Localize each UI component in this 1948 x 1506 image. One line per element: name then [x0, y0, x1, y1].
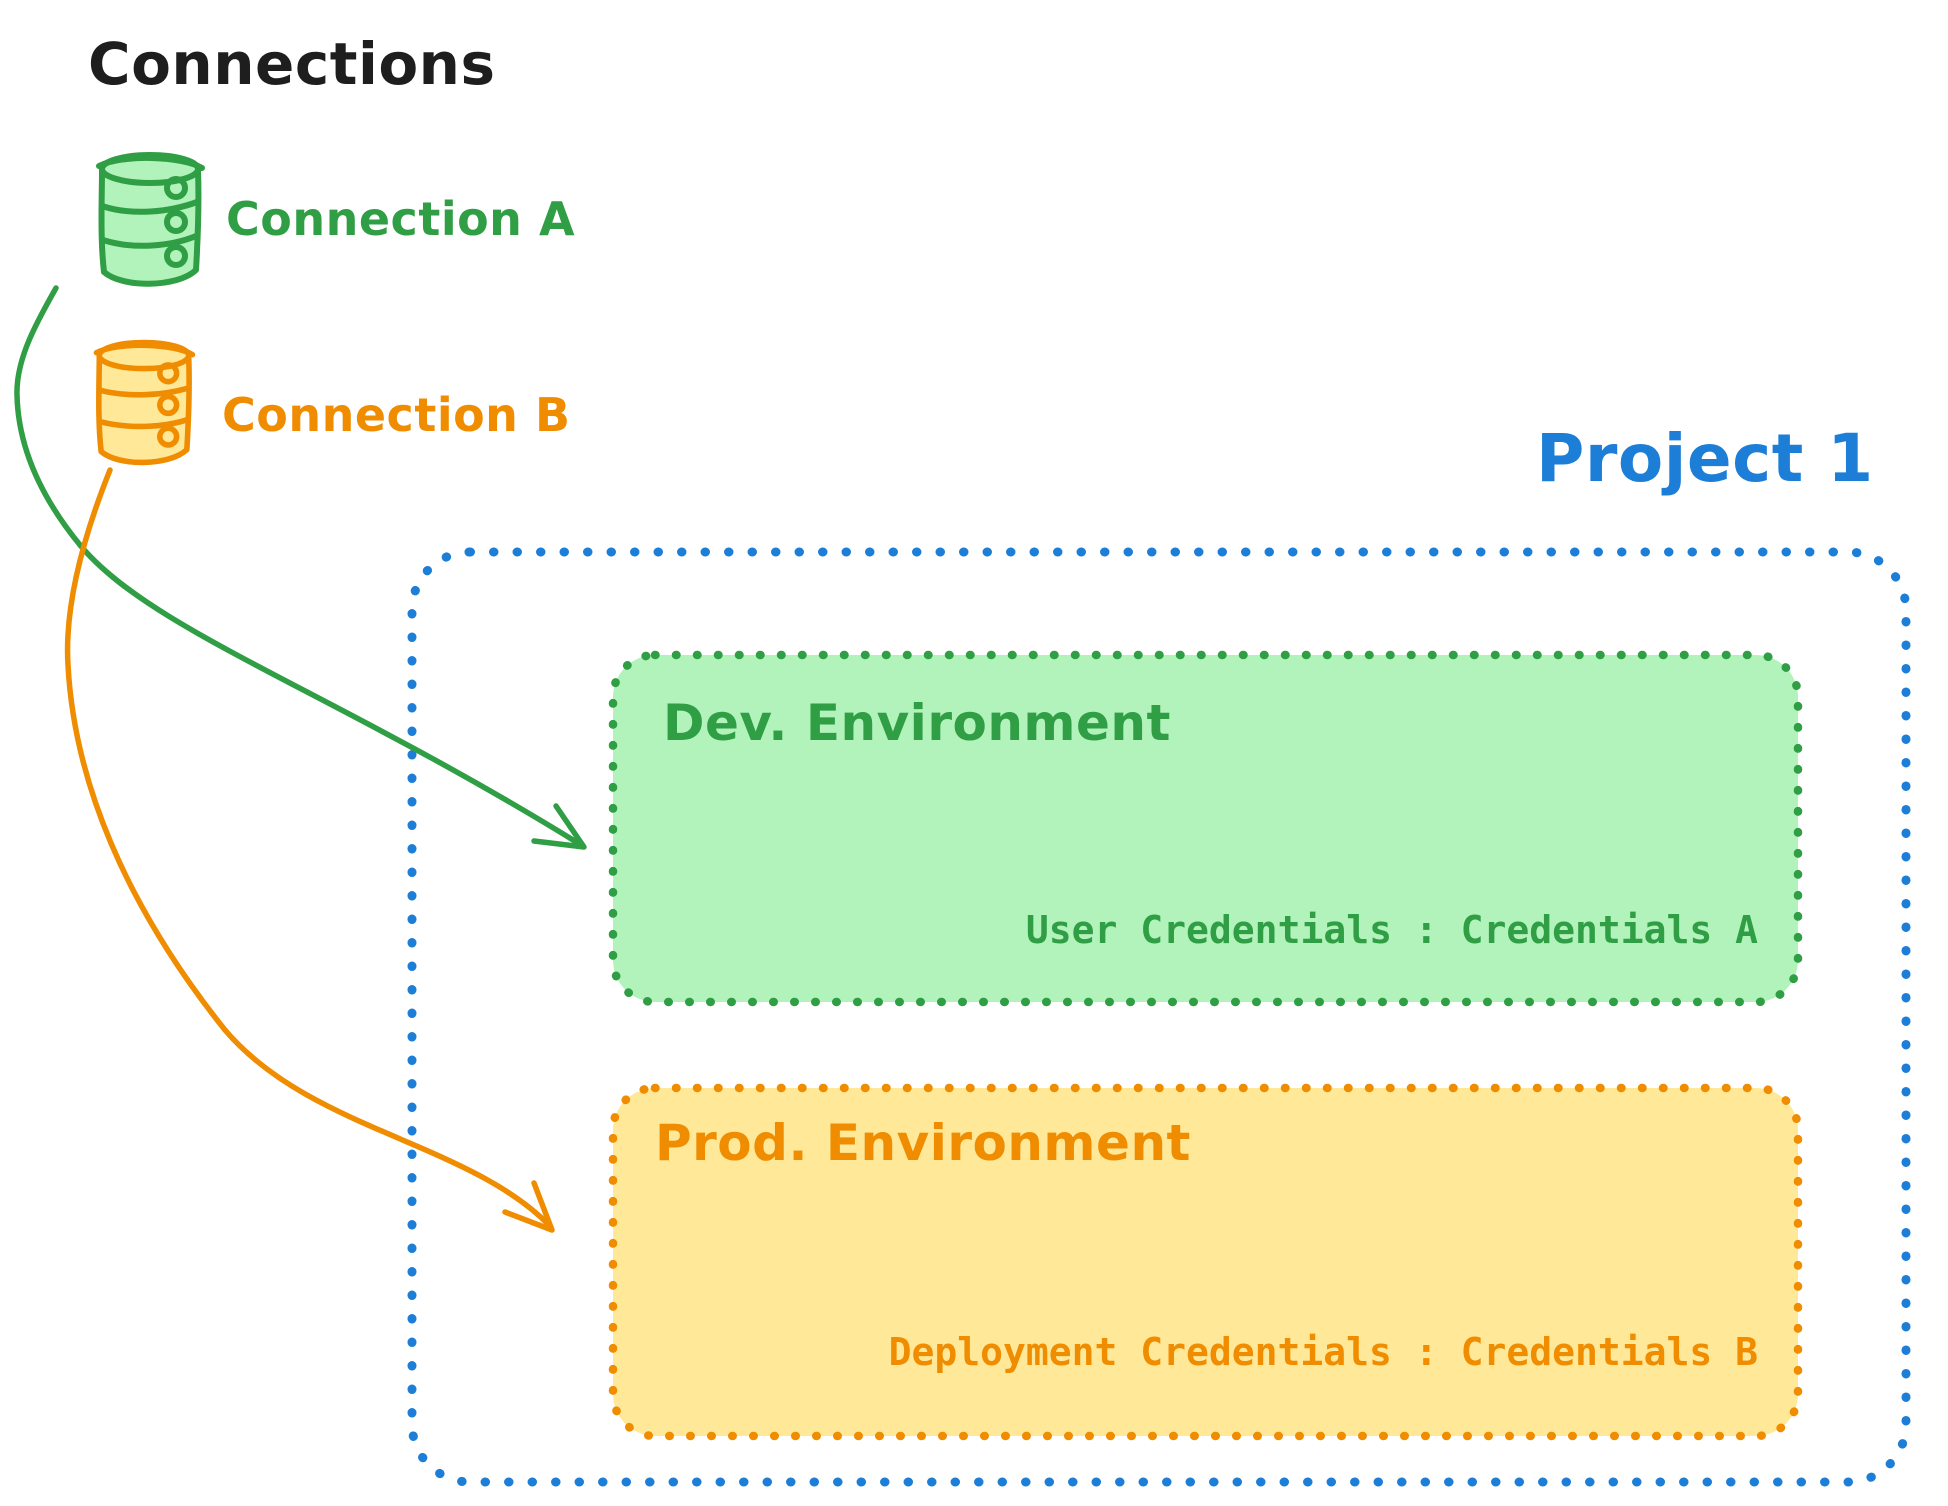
database-icon	[96, 152, 205, 287]
arrow-connection-b-to-prod	[64, 467, 555, 1233]
dev-environment-title: Dev. Environment	[663, 694, 1171, 752]
database-icon	[93, 339, 196, 466]
diagram-title: Connections	[88, 30, 496, 98]
project-label: Project 1	[1536, 420, 1874, 497]
arrowhead-green	[531, 803, 587, 850]
connection-a-label: Connection A	[226, 192, 576, 246]
prod-environment-credentials: Deployment Credentials : Credentials B	[888, 1330, 1758, 1374]
prod-environment-title: Prod. Environment	[655, 1114, 1191, 1172]
arrowhead-orange	[502, 1180, 555, 1233]
connection-b-label: Connection B	[222, 388, 571, 442]
dev-environment-credentials: User Credentials : Credentials A	[1025, 908, 1758, 952]
